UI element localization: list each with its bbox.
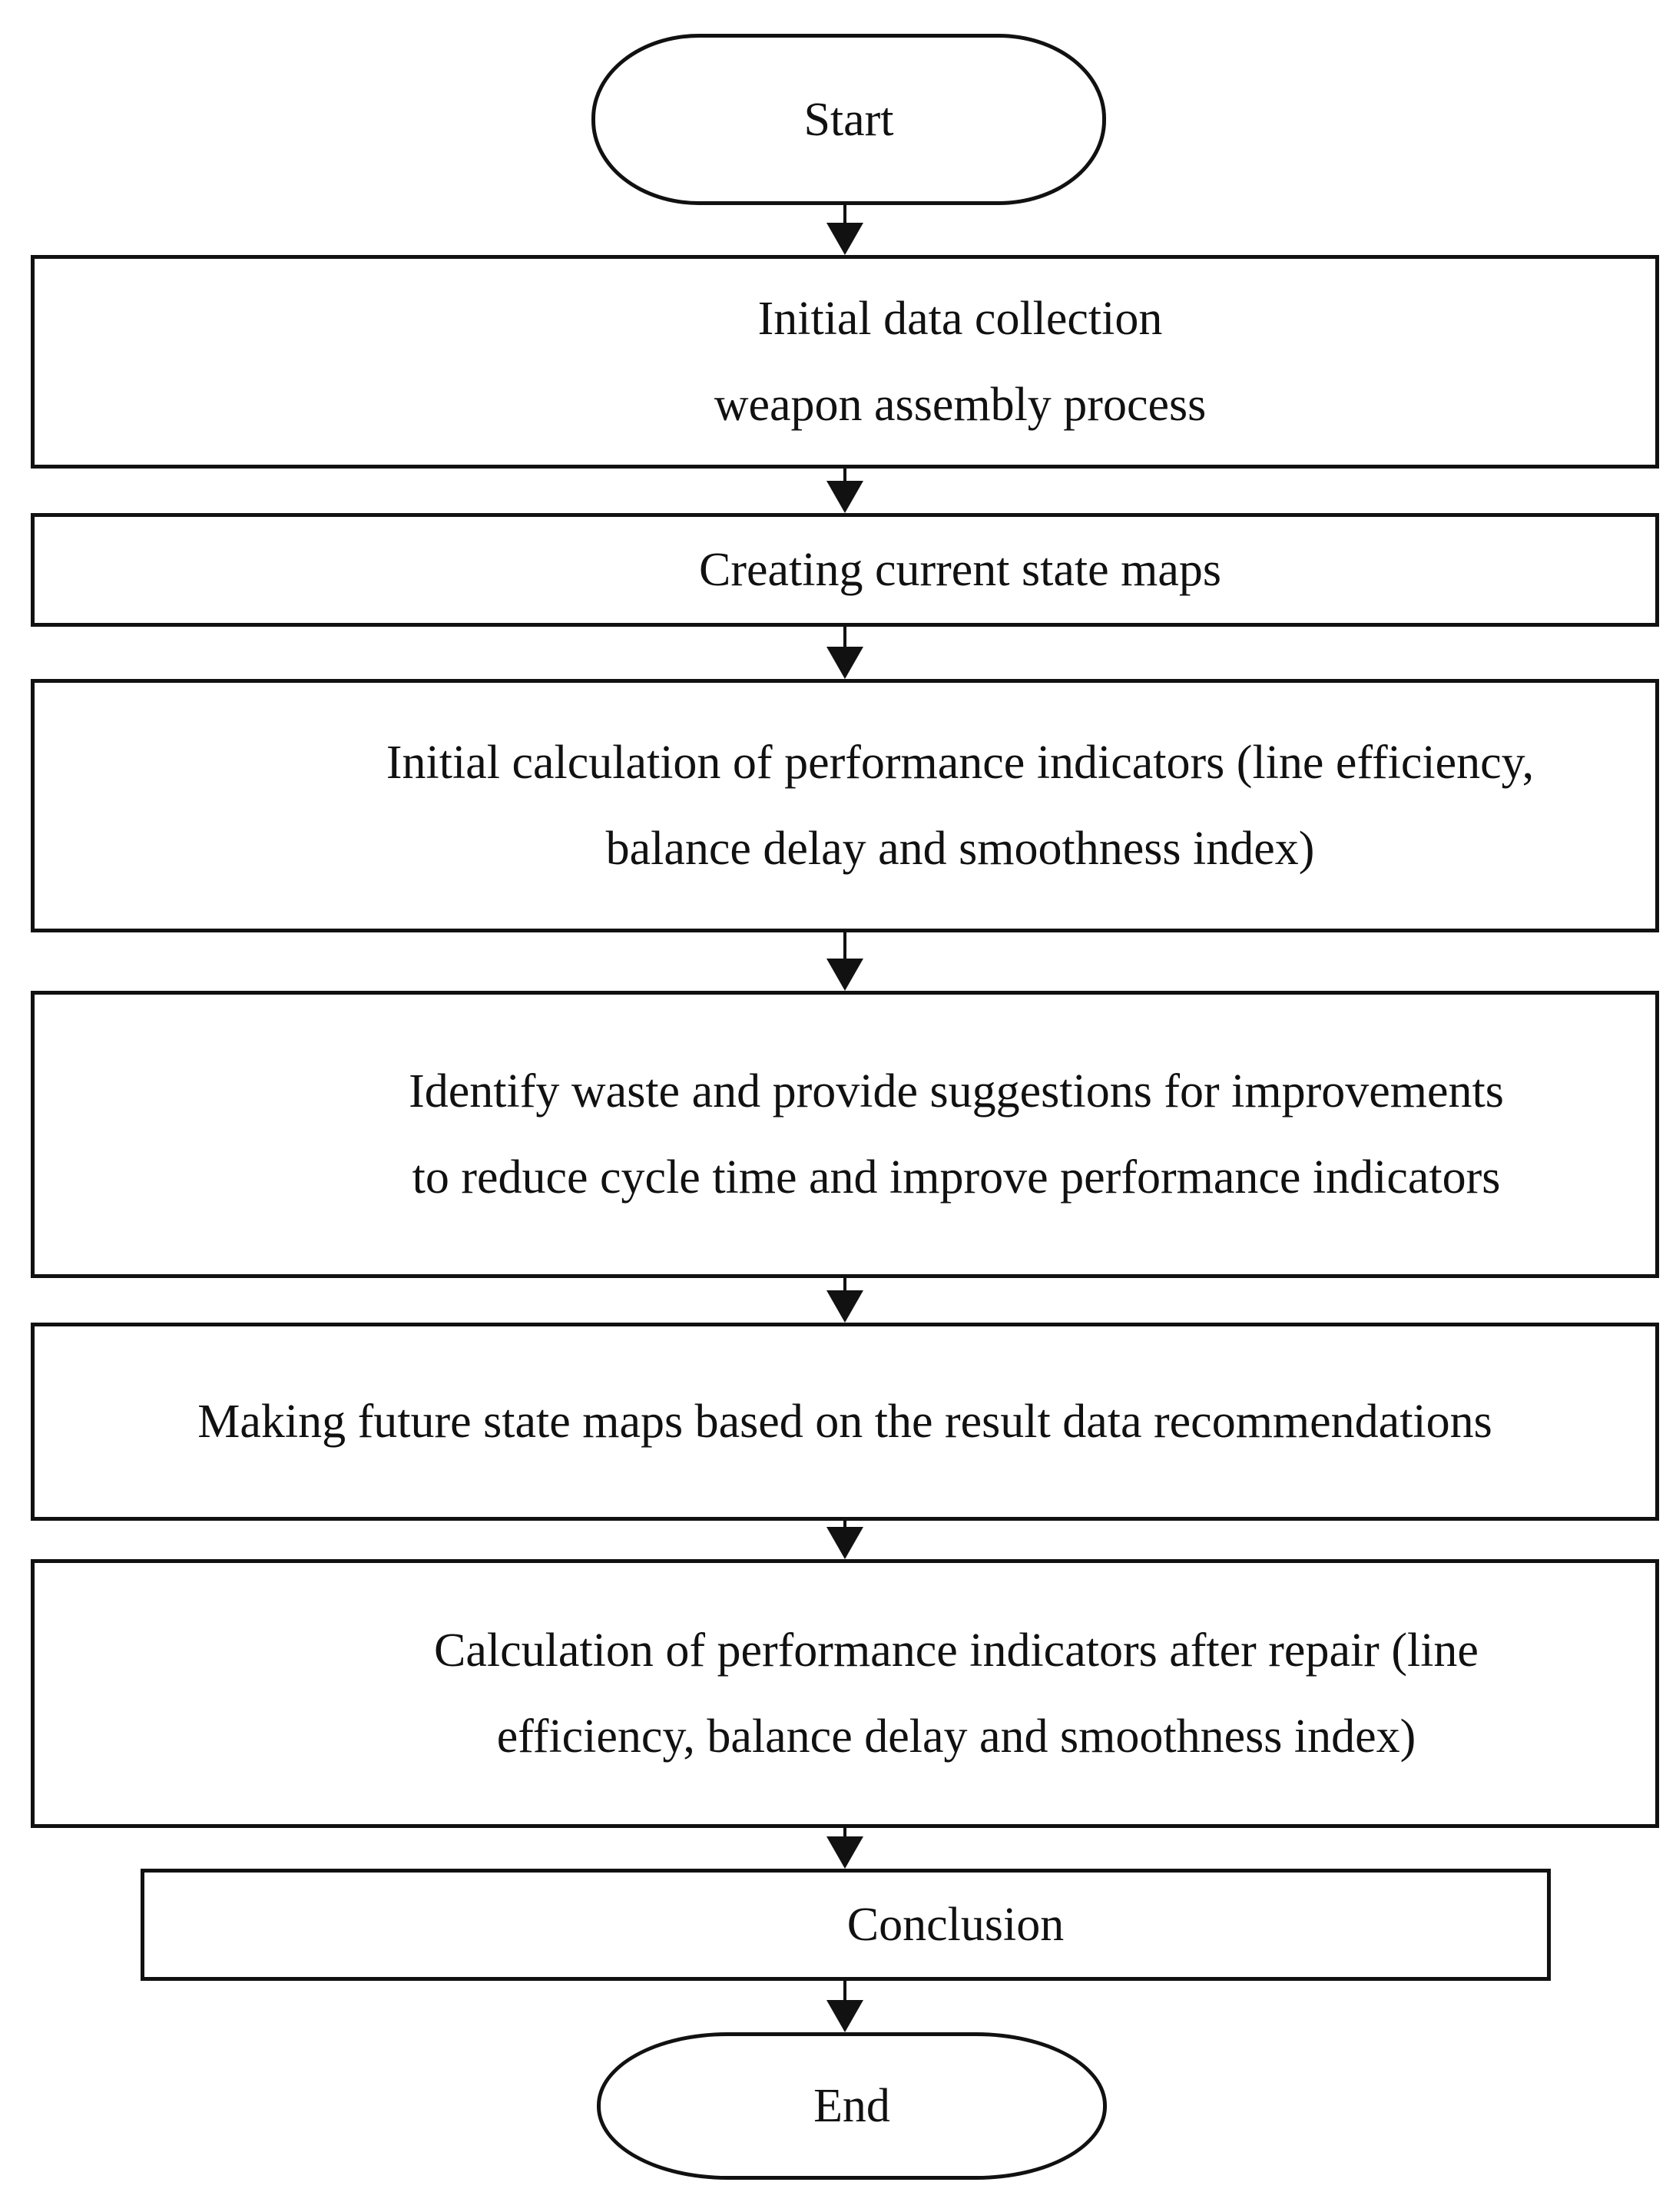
node-label-line: weapon assembly process <box>714 379 1207 431</box>
arrow-stem <box>843 1981 846 2000</box>
node-label-line: Creating current state maps <box>698 544 1222 596</box>
arrow-down-icon <box>826 1527 863 1559</box>
arrow-stem <box>843 1828 846 1836</box>
flow-connector-2 <box>826 469 863 513</box>
flow-node-initial-data-collection: Initial data collection weapon assembly … <box>31 255 1659 469</box>
arrow-stem <box>843 205 846 223</box>
node-label-line: efficiency, balance delay and smoothness… <box>496 1710 1416 1763</box>
arrow-down-icon <box>826 223 863 255</box>
flow-node-calculation-after-repair: Calculation of performance indicators af… <box>31 1559 1659 1828</box>
flow-connector-5 <box>826 1278 863 1323</box>
flow-node-identify-waste: Identify waste and provide suggestions f… <box>31 991 1659 1278</box>
arrow-stem <box>843 932 846 959</box>
flow-node-end: End <box>597 2032 1107 2180</box>
node-label-line: Initial calculation of performance indic… <box>386 737 1535 789</box>
flow-connector-8 <box>826 1981 863 2032</box>
flow-connector-1 <box>826 205 863 255</box>
arrow-down-icon <box>826 2000 863 2032</box>
arrow-down-icon <box>826 1290 863 1323</box>
node-label-line: Initial data collection <box>757 293 1163 345</box>
arrow-stem <box>843 1521 846 1527</box>
flow-connector-3 <box>826 627 863 679</box>
flow-connector-7 <box>826 1828 863 1869</box>
arrow-stem <box>843 469 846 481</box>
flow-node-future-state-maps: Making future state maps based on the re… <box>31 1323 1659 1521</box>
flow-connector-6 <box>826 1521 863 1559</box>
node-label-line: Identify waste and provide suggestions f… <box>409 1065 1504 1118</box>
arrow-stem <box>843 627 846 647</box>
flow-node-creating-current-state-maps: Creating current state maps <box>31 513 1659 627</box>
arrow-down-icon <box>826 959 863 991</box>
node-label-line: End <box>813 2080 890 2132</box>
flow-connector-4 <box>826 932 863 991</box>
node-label-line: Conclusion <box>846 1899 1065 1951</box>
arrow-down-icon <box>826 481 863 513</box>
arrow-down-icon <box>826 647 863 679</box>
arrow-down-icon <box>826 1836 863 1869</box>
node-label-line: Start <box>803 93 894 146</box>
flow-node-initial-calculation: Initial calculation of performance indic… <box>31 679 1659 932</box>
node-label-line: Making future state maps based on the re… <box>197 1396 1492 1448</box>
node-label-line: balance delay and smoothness index) <box>605 823 1315 875</box>
arrow-stem <box>843 1278 846 1290</box>
flow-node-start: Start <box>591 34 1106 205</box>
node-label-line: to reduce cycle time and improve perform… <box>412 1151 1501 1204</box>
flow-node-conclusion: Conclusion <box>141 1869 1551 1981</box>
node-label-line: Calculation of performance indicators af… <box>434 1624 1479 1677</box>
